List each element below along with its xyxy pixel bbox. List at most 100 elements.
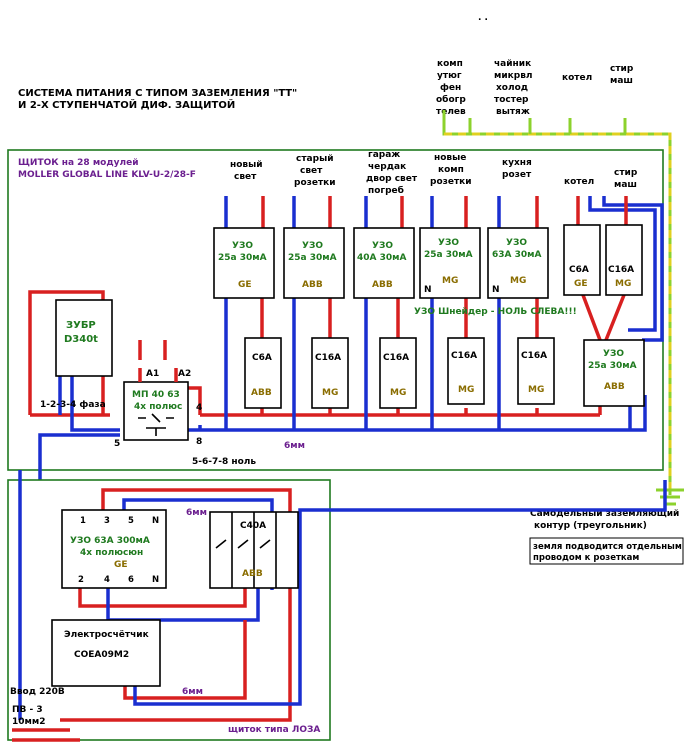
ground-box-1: земля подводится отдельным (533, 542, 682, 552)
ground-note-1: Самодельный заземляющий (530, 509, 679, 519)
n-mark-2: N (492, 285, 500, 295)
main-rcd-pin-2: 2 (78, 575, 84, 585)
g2-label-1: старый (296, 154, 334, 164)
meter-title: Электросчётчик (64, 630, 149, 640)
rcd-right-rating: 25а 30мА (588, 361, 637, 371)
cable-label-2: 10мм2 (12, 717, 46, 727)
main-rcd-line1: УЗО 63А 300мА (70, 536, 150, 546)
rcd-4-rating: 25а 30мА (424, 250, 473, 260)
contactor-a2: A2 (178, 369, 191, 379)
rcd-2-title: УЗО (302, 241, 323, 251)
phase-label: 1-2-3-4 фаза (40, 400, 106, 410)
main-rcd-pin-6: 6 (128, 575, 134, 585)
g3-label-3: двор свет (366, 174, 418, 184)
schneider-note: УЗО Шнейдер - НОЛЬ СЛЕВА!!! (414, 307, 577, 317)
rcd-2-rating: 25а 30мА (288, 253, 337, 263)
g3-label-2: чердак (368, 162, 406, 172)
relay-model: D340t (64, 334, 98, 345)
rcd-3-rating: 40А 30мА (357, 253, 407, 263)
cb-right-1-brand: GE (574, 279, 588, 289)
top-marks: . . (478, 13, 488, 23)
rcd-1-brand: GE (238, 280, 252, 290)
top-load-stir: стир (610, 64, 634, 74)
rcd-3-title: УЗО (372, 241, 393, 251)
cable-label-1: ПВ - 3 (12, 705, 43, 715)
g2-label-2: свет (300, 166, 323, 176)
cb-4-brand: MG (458, 385, 474, 395)
g3-label-1: гараж (368, 150, 400, 160)
cb-3-rating: C16A (383, 353, 409, 363)
top-load-5: телев (436, 107, 466, 117)
main-rcd-pin-n-top: N (152, 516, 159, 526)
lower-panel-frame (7, 479, 331, 741)
cb-right-1: C6A GE (563, 224, 601, 296)
contactor-pin5: 5 (114, 439, 120, 449)
input-label: Ввод 220В (10, 687, 65, 697)
cb-right-2-brand: MG (615, 279, 631, 289)
g4-label-2: комп (438, 165, 464, 175)
rcd-5-rating: 63А 30мА (492, 250, 542, 260)
lower-panel-title: щиток типа ЛОЗА (228, 725, 320, 735)
cb-2-brand: MG (322, 388, 338, 398)
contactor-coil-wires (138, 368, 178, 382)
cb-1-rating: C6A (252, 353, 272, 363)
rcd-2-brand: ABB (302, 280, 323, 290)
rg-label-kotel: котел (564, 177, 594, 187)
rcd-1-rating: 25а 30мА (218, 253, 267, 263)
meter-model: СОЕА09М2 (74, 650, 129, 660)
main-breaker-rating: C40A (240, 521, 266, 531)
wire-6mm-label-1: 6мм (284, 441, 305, 451)
rg-label-stir: стир (614, 168, 638, 178)
cb-2-rating: C16A (315, 353, 341, 363)
relay-name: ЗУБР (66, 320, 96, 331)
ground-bus (442, 110, 684, 506)
contactor-line2: 4х полюс (134, 402, 182, 412)
main-rcd-pin-1: 1 (80, 516, 86, 526)
top-load-4: обогр (436, 94, 466, 105)
top-load-9: тостер (494, 95, 529, 105)
cb-1-brand: ABB (251, 388, 272, 398)
rcd-5: УЗО 63А 30мА MG (487, 227, 549, 299)
contactor: МП 40 63 4х полюс A1 A2 4 5 8 (114, 369, 202, 449)
diagram-title-line2: И 2-Х СТУПЕНЧАТОЙ ДИФ. ЗАЩИТОЙ (18, 98, 235, 111)
g3-label-4: погреб (368, 185, 404, 196)
cb-2: C16A MG (311, 337, 349, 409)
main-rcd-pin-3: 3 (104, 516, 110, 526)
ground-note-box (529, 537, 684, 565)
contactor-line1: МП 40 63 (132, 390, 180, 400)
rcd-right-brand: ABB (604, 382, 625, 392)
lower-wires (12, 470, 667, 742)
rcd-2: УЗО 25а 30мА ABB (283, 227, 345, 299)
main-rcd-brand: GE (114, 560, 128, 570)
rcd-4: УЗО 25а 30мА MG (419, 227, 481, 299)
n-mark-1: N (424, 285, 432, 295)
cb-right-2: C16A MG (605, 224, 643, 296)
panel-title2: MOLLER GLOBAL LINE KLV-U-2/28-F (18, 170, 196, 180)
g5-label-2: розет (502, 170, 532, 180)
cb-3: C16A MG (379, 337, 417, 409)
g5-label-1: кухня (502, 158, 532, 168)
rcd-right: УЗО 25а 30мА ABB (583, 339, 645, 407)
rcd-right-title: УЗО (603, 349, 624, 359)
rcd-5-title: УЗО (506, 238, 527, 248)
cb-4: C16A MG (447, 337, 485, 405)
cb-5-rating: C16A (521, 351, 547, 361)
top-load-10: вытяж (496, 107, 530, 117)
rcd-1: УЗО 25а 30мА GE (213, 227, 275, 299)
cb-right-1-rating: C6A (569, 265, 589, 275)
top-load-mash: маш (610, 76, 633, 86)
main-rcd-line2: 4х полюсюн (80, 548, 143, 558)
rcd-1-title: УЗО (232, 241, 253, 251)
rcd-4-title: УЗО (438, 238, 459, 248)
cb-right-2-rating: C16A (608, 265, 634, 275)
diagram-title-line1: СИСТЕМА ПИТАНИЯ С ТИПОМ ЗАЗЕМЛЕНИЯ "ТТ" (18, 88, 297, 99)
main-rcd-pin-n-bottom: N (152, 575, 159, 585)
rcd-modules: УЗО 25а 30мА GE УЗО 25а 30мА ABB УЗО 40А… (213, 227, 645, 407)
contactor-pin4: 4 (196, 403, 202, 413)
g4-label-3: розетки (430, 177, 472, 187)
panel-title1: ЩИТОК на 28 модулей (18, 158, 139, 168)
top-load-kotel: котел (562, 73, 592, 83)
top-load-2: утюг (437, 71, 462, 81)
